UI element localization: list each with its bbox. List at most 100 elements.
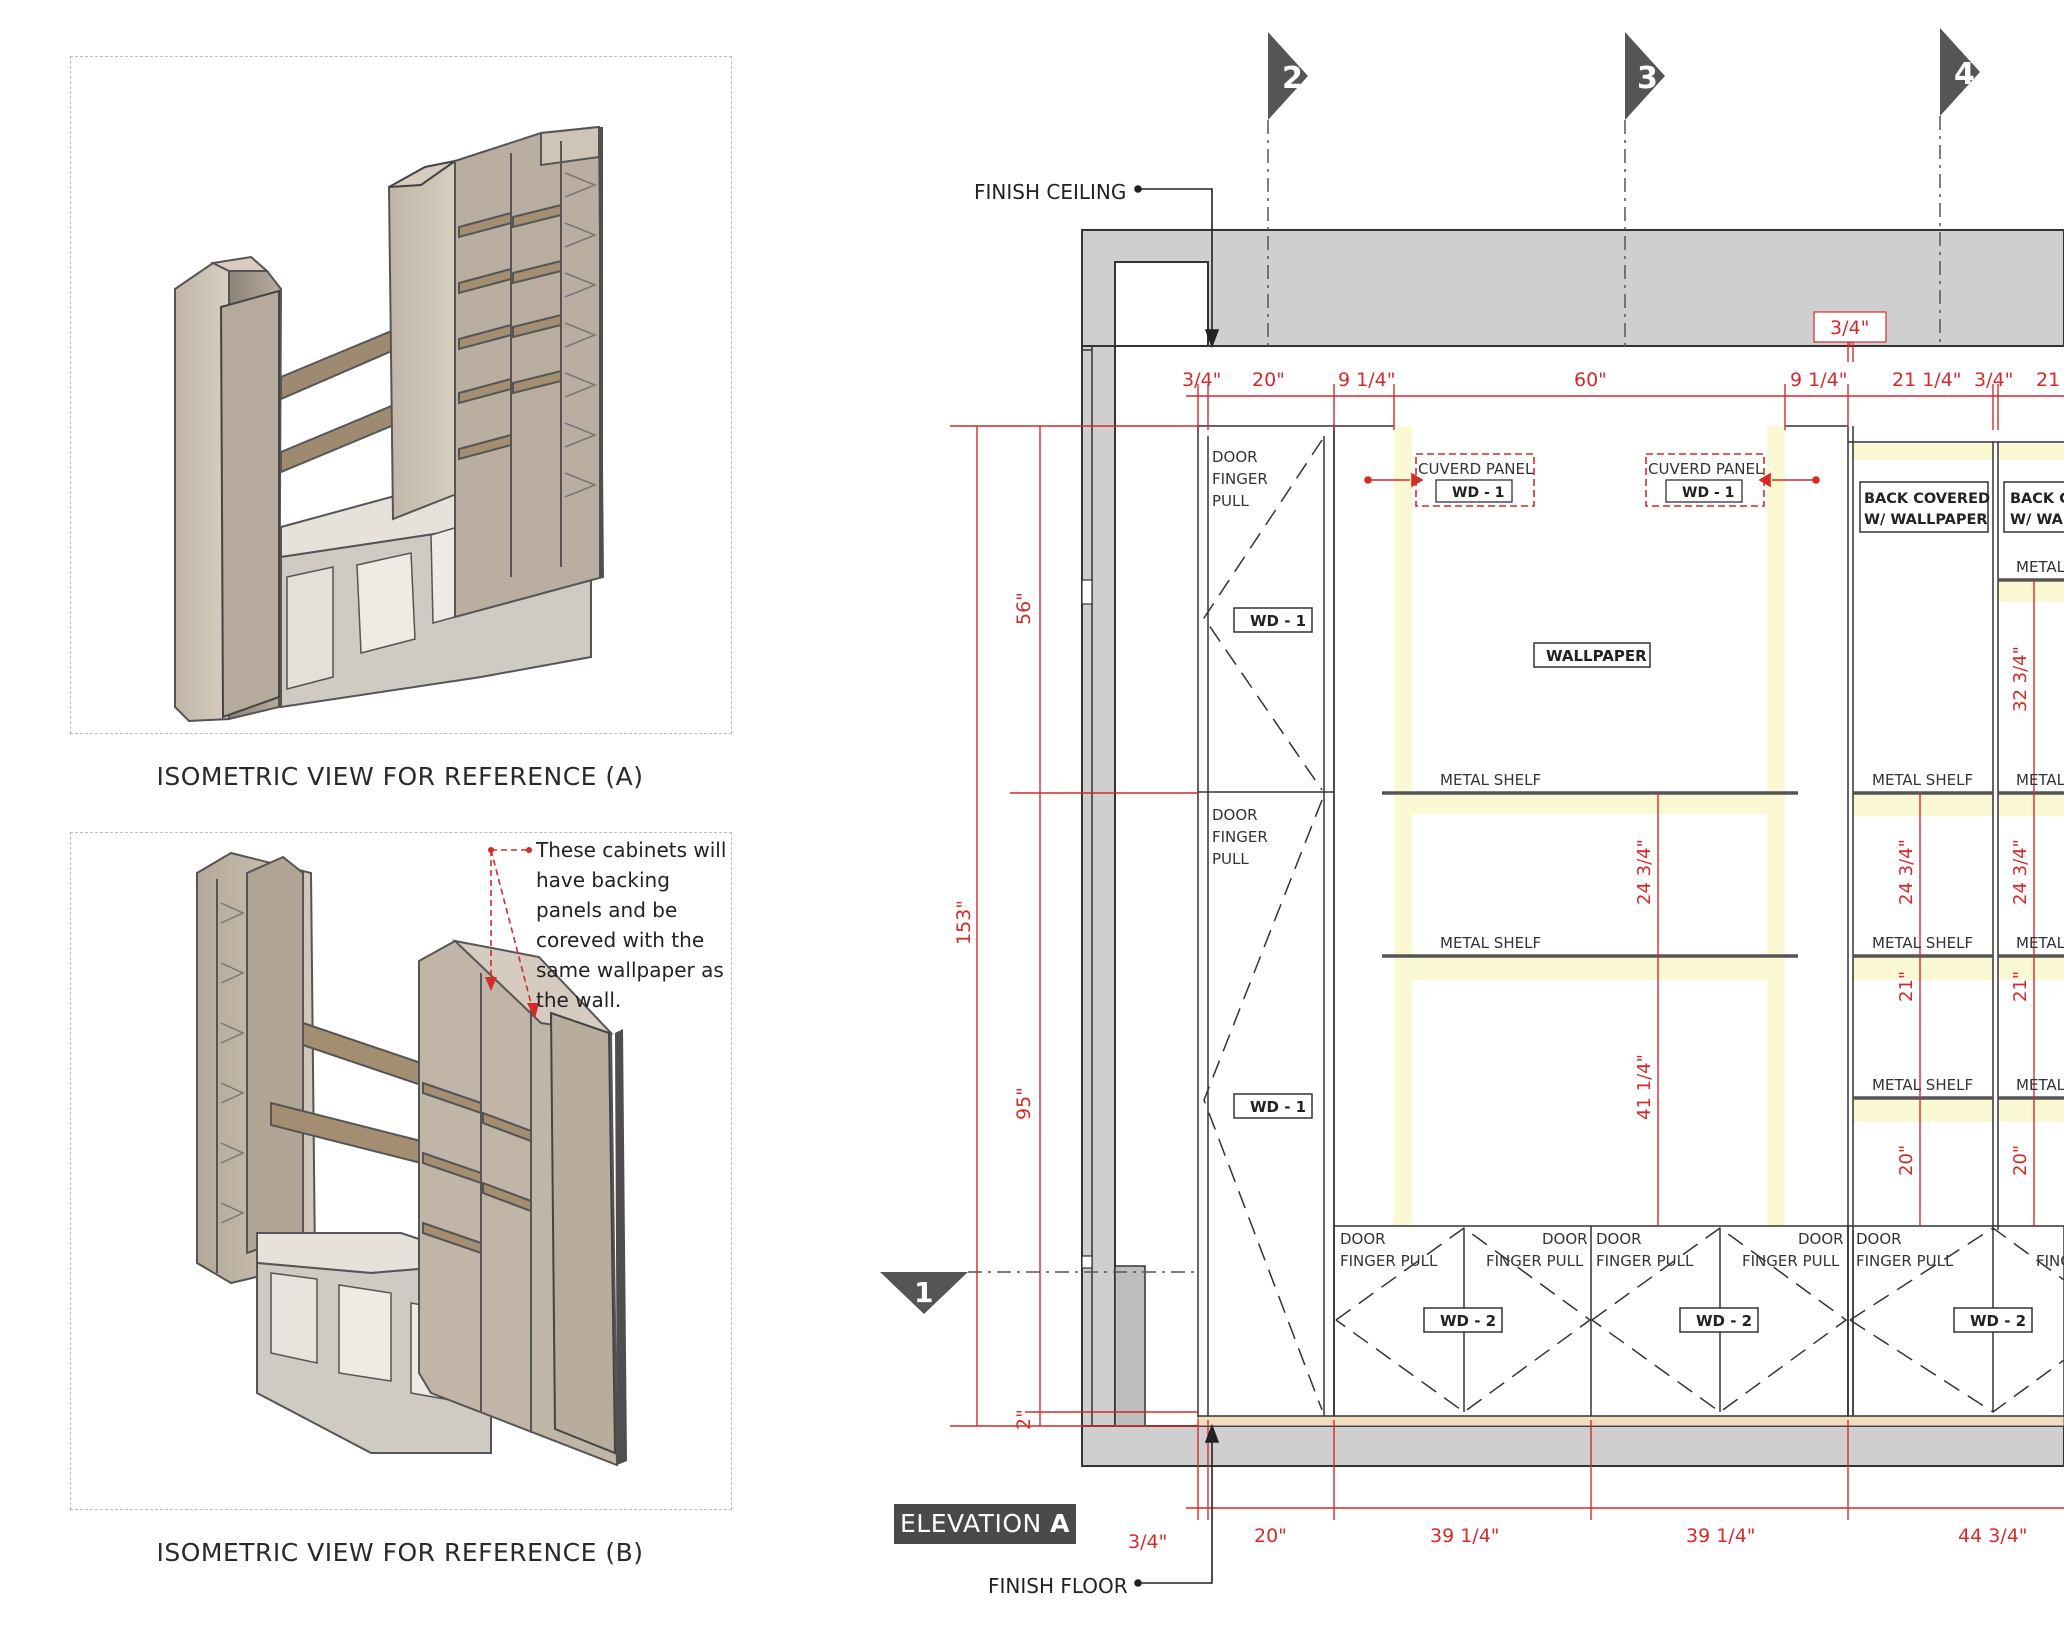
wd1-tag-lower: WD - 1: [1233, 1093, 1313, 1119]
svg-text:FING: FING: [2036, 1252, 2064, 1270]
back-covered-tag: BACK COVERED W/ WALLPAPER: [1859, 481, 1990, 533]
isometric-frame-b: [70, 832, 732, 1510]
svg-text:METAL: METAL: [2016, 771, 2064, 789]
svg-text:153": 153": [953, 900, 975, 945]
svg-text:DOOR: DOOR: [1340, 1230, 1386, 1248]
elevation-title-badge: ELEVATION A: [894, 1504, 1076, 1544]
svg-text:56": 56": [1013, 592, 1035, 625]
grid-marker-2: 2: [1267, 32, 1308, 346]
top-dimensions: 3/4" 20" 9 1/4" 60" 9 1/4" 21 1/4" 3/4" …: [1182, 369, 2064, 391]
svg-text:3/4": 3/4": [1128, 1531, 1167, 1553]
wd1-tag-upper: WD - 1: [1233, 607, 1313, 633]
svg-text:DOOR: DOOR: [1212, 448, 1258, 466]
svg-text:1: 1: [914, 1276, 933, 1309]
svg-text:WD - 1: WD - 1: [1250, 612, 1306, 630]
svg-text:FINGER PULL: FINGER PULL: [1486, 1252, 1584, 1270]
metal-shelf-labels: METAL SHELF METAL SHELF METAL SHELF META…: [1440, 558, 2064, 1094]
svg-text:95": 95": [1013, 1087, 1035, 1120]
svg-text:CUVERD PANEL: CUVERD PANEL: [1648, 460, 1764, 478]
svg-text:3: 3: [1637, 61, 1658, 96]
svg-text:METAL SHELF: METAL SHELF: [1872, 771, 1973, 789]
svg-text:METAL SHELF: METAL SHELF: [1440, 771, 1541, 789]
cabinet-outlines: [1197, 425, 2064, 1417]
floor-finish: [1197, 1415, 2064, 1427]
cuverd-panel-left: CUVERD PANEL WD - 1: [1418, 460, 1534, 503]
svg-text:FINGER PULL: FINGER PULL: [1596, 1252, 1694, 1270]
svg-text:FINGER PULL: FINGER PULL: [1340, 1252, 1438, 1270]
wallpaper-tag: WALLPAPER: [1533, 642, 1651, 668]
svg-text:WD - 2: WD - 2: [1970, 1312, 2026, 1330]
door-finger-pull-lower: DOOR FINGER PULL: [1212, 806, 1268, 868]
svg-text:FINGER: FINGER: [1212, 470, 1268, 488]
svg-text:20": 20": [2010, 1145, 2031, 1176]
svg-text:DOOR: DOOR: [1798, 1230, 1844, 1248]
wallpaper-note: These cabinets will have backing panels …: [536, 838, 727, 1012]
wd2-tag-3: WD - 2: [1953, 1307, 2033, 1333]
svg-text:FINGER PULL: FINGER PULL: [1856, 1252, 1954, 1270]
lower-door-labels: DOOR FINGER PULL DOOR FINGER PULL DOOR F…: [1340, 1230, 2064, 1270]
bottom-dimensions: 3/4" 20" 39 1/4" 39 1/4" 44 3/4": [1128, 1525, 2028, 1553]
svg-text:20": 20": [1254, 1525, 1287, 1547]
section-marker-1: 1: [880, 1271, 1198, 1314]
svg-text:METAL SHELF: METAL SHELF: [1872, 934, 1973, 952]
finish-ceiling-label: FINISH CEILING: [974, 180, 1126, 204]
svg-text:METAL SHELF: METAL SHELF: [1440, 934, 1541, 952]
svg-text:PULL: PULL: [1212, 492, 1249, 510]
finish-leaders: [1134, 185, 1220, 1587]
backing-highlights: [1394, 426, 2064, 1226]
svg-text:3/4": 3/4": [1182, 369, 1221, 391]
svg-text:CUVERD PANEL: CUVERD PANEL: [1418, 460, 1534, 478]
svg-text:FINGER: FINGER: [1212, 828, 1268, 846]
left-dimensions: 153" 56" 95" 2": [953, 592, 1035, 1430]
svg-text:32 3/4": 32 3/4": [2010, 646, 2031, 712]
svg-text:20": 20": [1896, 1145, 1917, 1176]
elevation-title-letter: A: [1050, 1509, 1071, 1538]
finish-floor-label: FINISH FLOOR: [988, 1574, 1128, 1598]
wd2-tag-2: WD - 2: [1679, 1307, 1759, 1333]
svg-text:21 1: 21 1: [2036, 369, 2064, 391]
svg-text:2": 2": [1013, 1409, 1035, 1430]
svg-text:24 3/4": 24 3/4": [1634, 839, 1655, 905]
cuverd-panel-right: CUVERD PANEL WD - 1: [1648, 460, 1764, 503]
isometric-frame-a: [70, 56, 732, 734]
svg-text:20": 20": [1252, 369, 1285, 391]
svg-text:41 1/4": 41 1/4": [1634, 1054, 1655, 1120]
caption-isometric-b: ISOMETRIC VIEW FOR REFERENCE (B): [156, 1538, 644, 1567]
svg-text:21": 21": [1896, 971, 1917, 1002]
svg-text:WD - 2: WD - 2: [1440, 1312, 1496, 1330]
elevation-title: ELEVATION: [899, 1509, 1042, 1538]
svg-text:9 1/4": 9 1/4": [1790, 369, 1847, 391]
svg-text:39 1/4": 39 1/4": [1430, 1525, 1500, 1547]
isometric-illustration-a: [174, 125, 605, 723]
svg-text:BACK C: BACK C: [2010, 491, 2064, 507]
panel-leaders: [1364, 472, 1820, 488]
inner-dimensions: 24 3/4" 41 1/4" 24 3/4" 21" 20" 32 3/4" …: [1634, 646, 2031, 1176]
svg-text:4: 4: [1954, 57, 1975, 92]
svg-text:3/4": 3/4": [1974, 369, 2013, 391]
svg-text:METAL: METAL: [2016, 1076, 2064, 1094]
svg-text:METAL: METAL: [2016, 558, 2064, 576]
svg-text:DOOR: DOOR: [1856, 1230, 1902, 1248]
wall-base: [1114, 1265, 1146, 1427]
svg-text:21": 21": [2010, 971, 2031, 1002]
panel-boxes: [1415, 453, 1765, 507]
svg-text:DOOR: DOOR: [1542, 1230, 1588, 1248]
svg-text:WD - 1: WD - 1: [1682, 485, 1734, 501]
svg-text:DOOR: DOOR: [1596, 1230, 1642, 1248]
svg-text:WALLPAPER: WALLPAPER: [1546, 647, 1647, 665]
top-gap-dimension: 3/4": [1830, 317, 1869, 339]
grid-marker-4: 4: [1939, 28, 1980, 346]
grid-marker-3: 3: [1624, 32, 1665, 346]
svg-text:2: 2: [1282, 61, 1303, 96]
door-finger-pull-upper: DOOR FINGER PULL: [1212, 448, 1268, 510]
svg-text:DOOR: DOOR: [1212, 806, 1258, 824]
caption-isometric-a: ISOMETRIC VIEW FOR REFERENCE (A): [156, 762, 644, 791]
svg-text:W/ WALLPAPER: W/ WALLPAPER: [1864, 512, 1988, 528]
svg-text:WD - 2: WD - 2: [1696, 1312, 1752, 1330]
svg-text:METAL SHELF: METAL SHELF: [1872, 1076, 1973, 1094]
wd2-tag-1: WD - 2: [1423, 1307, 1503, 1333]
svg-text:44 3/4": 44 3/4": [1958, 1525, 2028, 1547]
svg-text:W/ WAL: W/ WAL: [2010, 512, 2064, 528]
